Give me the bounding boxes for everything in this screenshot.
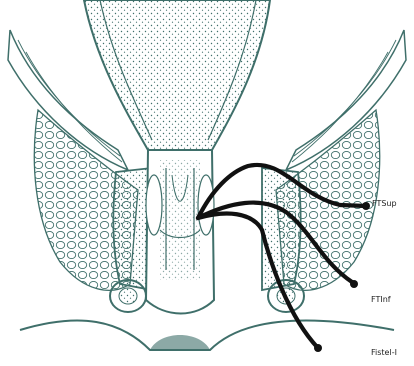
rectum: [84, 0, 270, 150]
label-infrasphincteric: FTInf: [371, 295, 391, 304]
external-sphincter-right: [262, 168, 301, 290]
label-suprasphincteric: FTSup: [372, 199, 397, 208]
label-external: Fistel-I: [371, 348, 397, 357]
